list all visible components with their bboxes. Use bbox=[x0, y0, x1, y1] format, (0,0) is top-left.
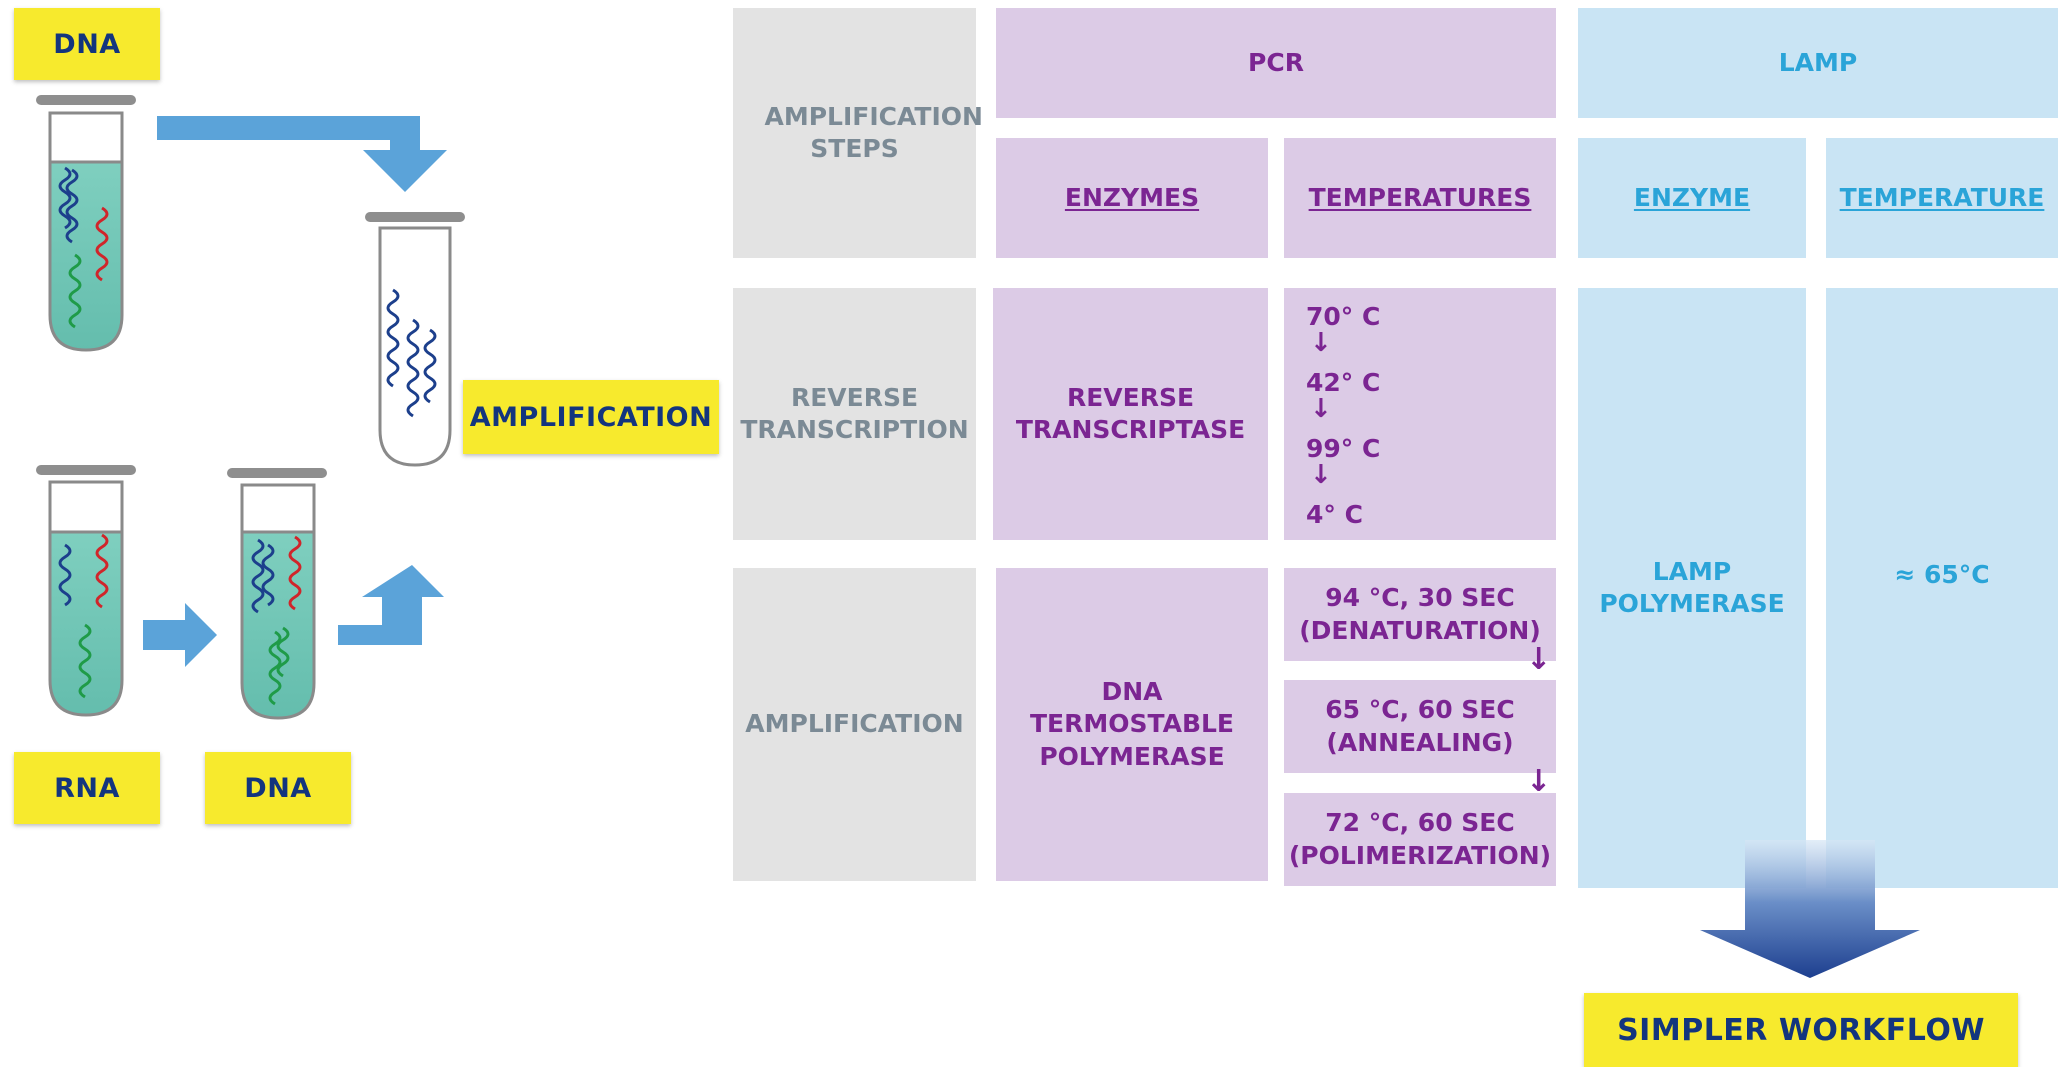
cycle-step-polimerization: 72 °C, 60 SEC (POLIMERIZATION) bbox=[1284, 793, 1556, 886]
polimerization-line1: 72 °C, 60 SEC bbox=[1325, 808, 1515, 837]
rt-temp-4: 4° C bbox=[1306, 500, 1363, 529]
header-pcr-temperatures-text: TEMPERATURES bbox=[1308, 182, 1532, 212]
denaturation-line2: (DENATURATION) bbox=[1299, 615, 1541, 645]
cycle-step-denaturation: 94 °C, 30 SEC (DENATURATION) bbox=[1284, 568, 1556, 661]
cycle-down-arrow-2: ↓ bbox=[1526, 764, 1552, 799]
simpler-workflow-arrow bbox=[1700, 840, 1920, 978]
rt-temp-3: 99° C bbox=[1306, 434, 1381, 463]
lamp-polymerase-text: LAMP POLYMERASE bbox=[1599, 556, 1785, 619]
lamp-temperature-text: ≈ 65°C bbox=[1894, 560, 1990, 590]
header-lamp-temperature-text: TEMPERATURE bbox=[1839, 182, 2045, 212]
header-lamp-enzyme: ENZYME bbox=[1578, 138, 1806, 258]
rna-sample-tube bbox=[36, 465, 136, 717]
header-pcr-enzymes-text: ENZYMES bbox=[1064, 182, 1200, 212]
header-amplification-steps-text: AMPLIFICATION STEPS bbox=[764, 101, 983, 164]
rt-down-arrow-2: ↓ bbox=[1310, 394, 1332, 424]
reverse-transcription-step-text: REVERSE TRANSCRIPTION bbox=[740, 382, 969, 445]
lamp-temperature-cell: ≈ 65°C bbox=[1826, 288, 2058, 888]
dna-polymerase-cell: DNA TERMOSTABLE POLYMERASE bbox=[996, 568, 1268, 881]
header-lamp-temperature: TEMPERATURE bbox=[1826, 138, 2058, 258]
header-pcr-enzymes: ENZYMES bbox=[996, 138, 1268, 258]
rt-temp-2: 42° C bbox=[1306, 368, 1381, 397]
polimerization-line2: (POLIMERIZATION) bbox=[1288, 840, 1552, 870]
reverse-transcriptase-cell: REVERSE TRANSCRIPTASE bbox=[993, 288, 1268, 540]
arrow-to-amplification bbox=[157, 116, 447, 192]
reverse-transcriptase-text: REVERSE TRANSCRIPTASE bbox=[1015, 382, 1246, 445]
tubes-illustration bbox=[36, 95, 465, 720]
row-amplification-step: AMPLIFICATION bbox=[733, 568, 976, 881]
cycle-step-annealing: 65 °C, 60 SEC (ANNEALING) bbox=[1284, 680, 1556, 773]
dna-top-label: DNA bbox=[14, 8, 160, 80]
rt-down-arrow-1: ↓ bbox=[1310, 328, 1332, 358]
converted-dna-tube bbox=[227, 468, 327, 720]
dna-sample-tube bbox=[36, 95, 136, 352]
header-pcr-temperatures: TEMPERATURES bbox=[1284, 138, 1556, 258]
simpler-workflow-label: SIMPLER WORKFLOW bbox=[1584, 993, 2018, 1067]
cycle-down-arrow-1: ↓ bbox=[1526, 642, 1552, 677]
rt-temperature-cell: 70° C ↓ 42° C ↓ 99° C ↓ 4° C bbox=[1284, 288, 1556, 540]
header-pcr: PCR bbox=[996, 8, 1556, 118]
lamp-polymerase-cell: LAMP POLYMERASE bbox=[1578, 288, 1806, 888]
denaturation-line1: 94 °C, 30 SEC bbox=[1325, 583, 1515, 612]
dna-polymerase-text: DNA TERMOSTABLE POLYMERASE bbox=[1029, 676, 1235, 771]
annealing-line1: 65 °C, 60 SEC bbox=[1325, 695, 1515, 724]
header-amplification-steps: AMPLIFICATION STEPS bbox=[733, 8, 983, 258]
header-lamp-enzyme-text: ENZYME bbox=[1633, 182, 1751, 212]
header-lamp: LAMP bbox=[1578, 8, 2058, 118]
dna-bottom-label: DNA bbox=[205, 752, 351, 824]
rt-down-arrow-3: ↓ bbox=[1310, 460, 1332, 490]
arrow-dna-to-amplification bbox=[338, 565, 444, 645]
header-lamp-text: LAMP bbox=[1778, 47, 1858, 77]
row-reverse-transcription-step: REVERSE TRANSCRIPTION bbox=[733, 288, 976, 540]
header-pcr-text: PCR bbox=[1248, 47, 1304, 77]
rna-label: RNA bbox=[14, 752, 160, 824]
rt-temp-1: 70° C bbox=[1306, 302, 1381, 331]
amplification-label: AMPLIFICATION bbox=[463, 380, 719, 454]
amplified-tube bbox=[365, 212, 465, 467]
annealing-line2: (ANNEALING) bbox=[1326, 727, 1514, 757]
amplification-step-text: AMPLIFICATION bbox=[745, 709, 964, 739]
arrow-rna-to-dna bbox=[143, 603, 217, 667]
